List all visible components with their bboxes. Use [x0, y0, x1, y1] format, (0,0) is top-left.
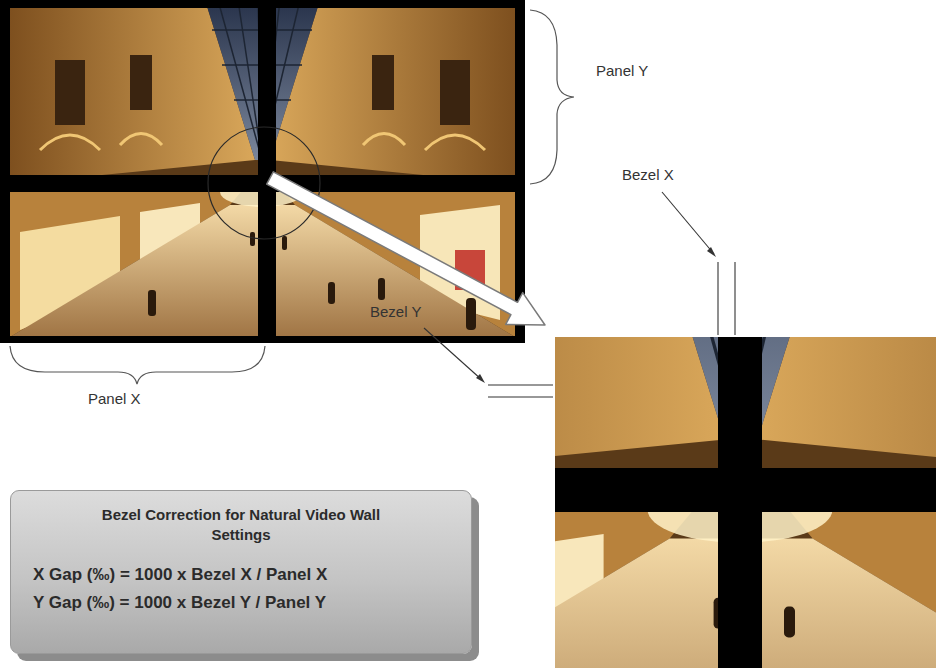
zoomed-view	[555, 337, 936, 668]
dimension-label: Panel Y	[596, 62, 648, 79]
dimension-label: Panel X	[88, 390, 141, 407]
gap-formula: X Gap (‰) = 1000 x Bezel X / Panel X	[33, 561, 449, 589]
dimension-label: Bezel Y	[370, 303, 421, 320]
formula-panel: Bezel Correction for Natural Video Wall …	[10, 490, 472, 654]
dimension-label-box: Panel Y	[596, 62, 648, 79]
dimension-label-box: Bezel Y	[370, 303, 421, 320]
leader-arrowhead	[476, 374, 485, 383]
panel-bezels	[0, 0, 525, 343]
dimension-label: Bezel X	[622, 166, 674, 183]
panel-y-bracket	[530, 10, 574, 184]
panel-heading: Bezel Correction for Natural Video Wall …	[91, 505, 391, 545]
zoom-arrow	[267, 172, 545, 325]
panel-x-bracket	[10, 346, 265, 384]
video-wall-photo	[0, 0, 525, 343]
dimension-label-box: Bezel X	[622, 166, 674, 183]
bezel-y-leader	[424, 328, 553, 397]
leader-arrowhead	[707, 247, 716, 257]
dimension-label-box: Panel X	[88, 390, 141, 407]
gap-formula: Y Gap (‰) = 1000 x Bezel Y / Panel Y	[33, 589, 449, 617]
bezel-x-leader	[662, 192, 735, 335]
bezel-band	[555, 468, 936, 512]
zoom-circle	[208, 127, 320, 239]
zoomed-photo	[555, 337, 936, 668]
